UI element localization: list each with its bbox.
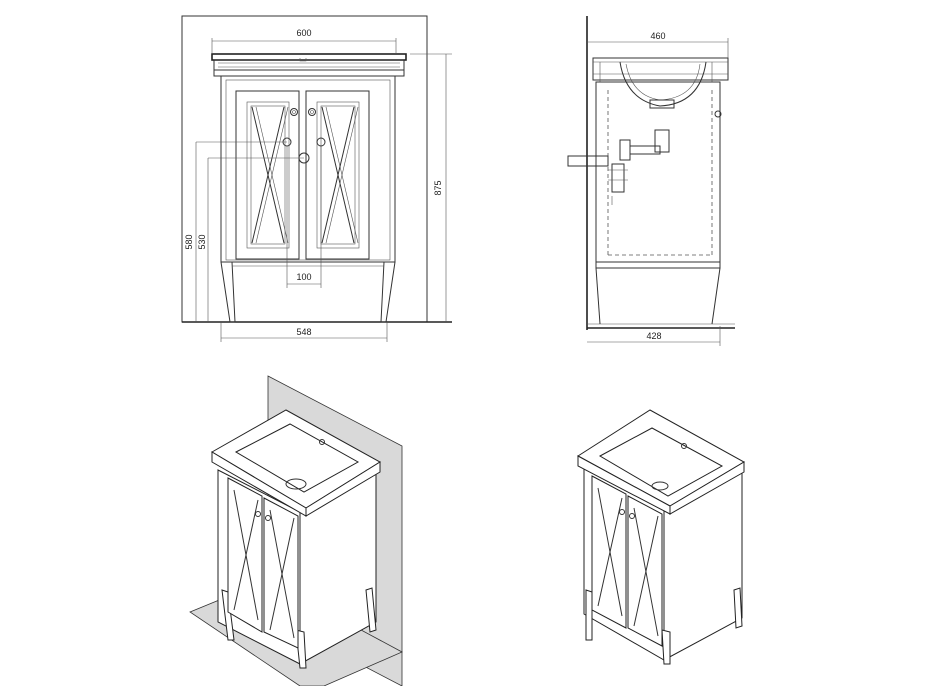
side-leg-back [595, 267, 601, 325]
side-basin [592, 57, 729, 109]
dim-100: 100 [296, 272, 311, 282]
dim-548: 548 [296, 327, 311, 337]
side-cabinet [595, 81, 722, 325]
dim-428: 428 [646, 331, 661, 341]
dim-460: 460 [650, 31, 665, 41]
iso-view-free [577, 409, 746, 665]
iso-tap-hole [319, 439, 325, 445]
iso-view-with-wall [189, 375, 403, 686]
front-knob-left [290, 108, 298, 116]
dim-600: 600 [296, 28, 311, 38]
iso2-basin-bowl [598, 427, 724, 497]
iso-door-right [263, 497, 299, 649]
side-dimensions [587, 38, 729, 346]
side-view: 460 428 [567, 16, 735, 346]
side-siphon [567, 129, 670, 205]
iso2-door-right [627, 495, 663, 647]
iso2-door-left [591, 475, 627, 629]
iso-door-left [227, 477, 263, 633]
iso2-tap-hole [681, 443, 687, 449]
dim-530: 530 [197, 234, 207, 249]
side-wall-pipe [567, 155, 609, 167]
front-dimensions [195, 38, 452, 342]
side-knob [714, 110, 722, 118]
front-cabinet [220, 75, 396, 323]
dim-875: 875 [433, 180, 443, 195]
front-knob-right [308, 108, 316, 116]
front-view: 600 875 580 530 100 548 [181, 15, 452, 342]
front-basin [211, 53, 407, 77]
front-leg-left [220, 261, 236, 323]
iso-basin-bowl [234, 423, 360, 493]
side-leg-front [711, 267, 721, 325]
front-door-right [305, 90, 370, 260]
front-door-left [235, 90, 300, 260]
front-leg-right [380, 261, 396, 323]
iso-drain [285, 478, 307, 490]
dim-580: 580 [184, 234, 194, 249]
iso2-drain [651, 481, 669, 491]
